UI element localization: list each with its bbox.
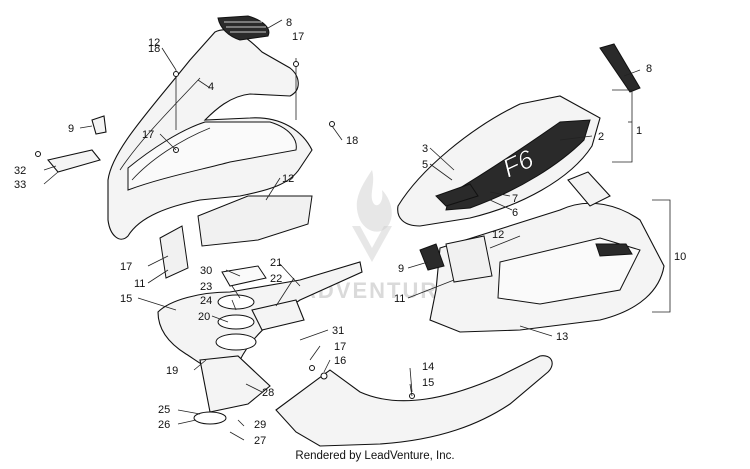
callout-label: 24 (200, 295, 212, 307)
callout-label: 11 (134, 278, 145, 290)
side-foam (159, 225, 189, 279)
panel-foam (445, 235, 493, 283)
callout-label: 32 (14, 165, 26, 177)
callout-label: 12 (492, 229, 504, 241)
small-vent (419, 243, 445, 271)
callout-label: 26 (158, 419, 170, 431)
callout-label: 17 (292, 31, 304, 43)
hood-assembly (35, 15, 335, 279)
side-vent (599, 43, 641, 93)
callout-label: 28 (262, 387, 274, 399)
callout-label: 18 (346, 135, 358, 147)
callout-label: 9 (68, 123, 74, 135)
callout-label: 16 (334, 355, 346, 367)
callout-label: 27 (254, 435, 266, 447)
callout-label: 8 (286, 17, 292, 29)
callout-label: 9 (398, 263, 404, 275)
callout-label: 17 (120, 261, 132, 273)
console-assembly (157, 261, 553, 447)
callout-label: 3 (422, 143, 428, 155)
callout-label: 17 (334, 341, 346, 353)
callout-label: 4 (208, 81, 214, 93)
callout-label: 5 (422, 159, 428, 171)
callout-label: 12 (282, 173, 294, 185)
side-panel-assembly: F6 (397, 43, 641, 227)
callout-label: 6 (512, 207, 518, 219)
callout-label: 11 (394, 293, 405, 305)
callout-label: 19 (166, 365, 178, 377)
callout-label: 12 (148, 37, 160, 49)
callout-label: 22 (270, 273, 282, 285)
callout-label: 17 (142, 129, 154, 141)
callout-label: 20 (198, 311, 210, 323)
callout-label: 1 (636, 125, 642, 137)
callout-label: 15 (120, 293, 132, 305)
callout-label: 33 (14, 179, 26, 191)
callout-label: 31 (332, 325, 344, 337)
lower-panel-assembly (419, 171, 665, 333)
lower-tunnel (199, 355, 271, 413)
hood-foam (197, 195, 313, 247)
decal-graphic (445, 119, 591, 211)
callout-label: 2 (598, 131, 604, 143)
belly-pan (275, 355, 553, 447)
callout-label: 14 (422, 361, 434, 373)
side-bracket (47, 149, 101, 173)
callout-label: 25 (158, 404, 170, 416)
callout-label: 13 (556, 331, 568, 343)
callout-label: 7 (512, 193, 518, 205)
callout-label: 18 (148, 43, 160, 55)
callout-label: 10 (674, 251, 686, 263)
footer-credit: Rendered by LeadVenture, Inc. (295, 450, 455, 462)
callout-label: 8 (646, 63, 652, 75)
callout-label: 29 (254, 419, 266, 431)
callout-label: 21 (270, 257, 282, 269)
callout-label: 23 (200, 281, 212, 293)
callout-labels: 1 2 3 4 5 6 7 8 8 9 9 10 11 11 12 12 12 … (14, 17, 686, 447)
callout-label: 30 (200, 265, 212, 277)
leader-lines (43, 19, 671, 441)
callout-label: 15 (422, 377, 434, 389)
